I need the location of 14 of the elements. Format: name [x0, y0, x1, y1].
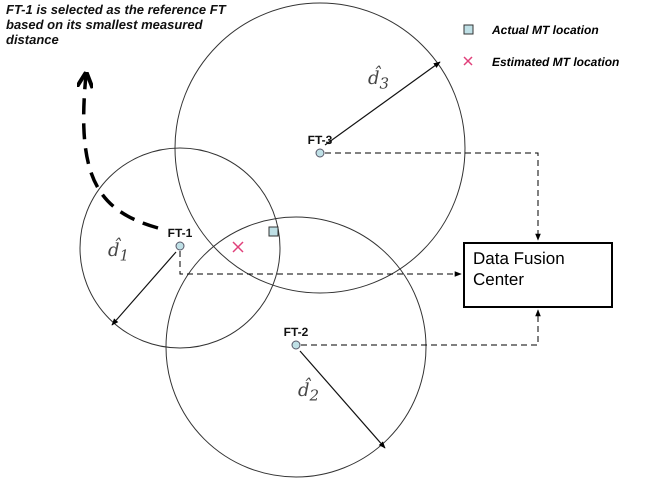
station-label: FT-2 [282, 325, 310, 339]
dashed-arrow [324, 152, 541, 241]
station-label: FT-1 [166, 226, 194, 240]
process-box: Data Fusion Center [463, 242, 613, 308]
dashed-arrow [75, 70, 159, 230]
dashed-arrow [180, 250, 462, 277]
dashed-arrow [300, 309, 541, 346]
distance-label: d̂$_{1}$ [108, 240, 130, 265]
distance-label: d̂$_{2}$ [298, 380, 320, 405]
legend-label: Estimated MT location [492, 55, 620, 69]
legend-label: Actual MT location [492, 23, 599, 37]
distance-label: d̂$_{3}$ [368, 68, 390, 93]
annotation-text: FT-1 is selected as the reference FT based on its smallest measured distance [6, 2, 241, 47]
station-label: FT-3 [306, 133, 334, 147]
